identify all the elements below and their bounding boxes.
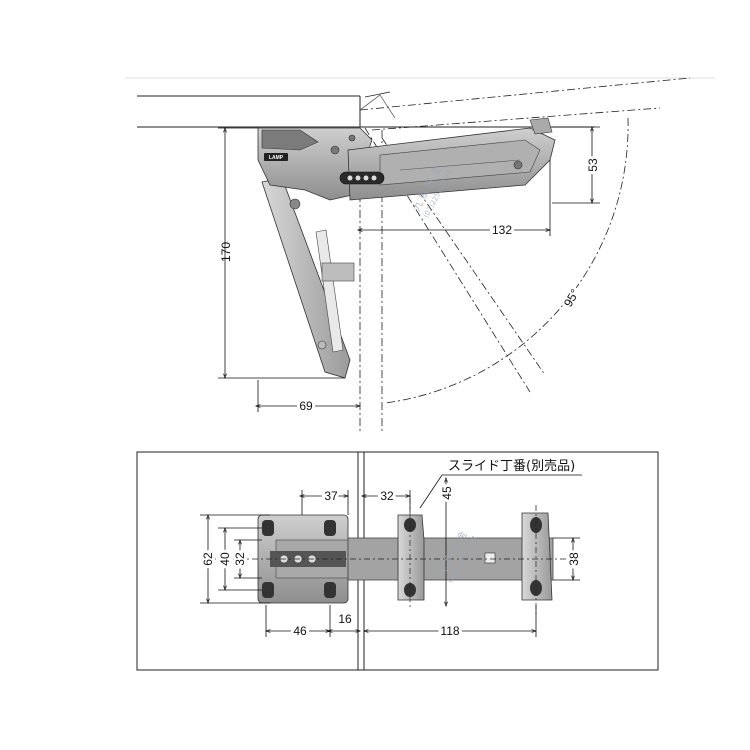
dimension-rise: 53 bbox=[552, 126, 603, 204]
label-leader bbox=[419, 474, 582, 509]
svg-text:46: 46 bbox=[293, 624, 307, 638]
dimension-depth: 69 bbox=[258, 380, 358, 416]
center-lines bbox=[210, 498, 578, 615]
svg-text:118: 118 bbox=[440, 624, 459, 638]
lid-mounting-bracket bbox=[521, 512, 553, 601]
svg-text:38: 38 bbox=[567, 552, 581, 566]
slide-hinge-label: スライド丁番(別売品) bbox=[448, 458, 575, 474]
svg-text:32: 32 bbox=[233, 552, 247, 566]
dim-offset-label: 132 bbox=[492, 223, 512, 237]
svg-text:37: 37 bbox=[324, 489, 338, 503]
dimension-45: 45 bbox=[437, 480, 457, 604]
svg-text:45: 45 bbox=[440, 486, 454, 500]
brand-logo: LAMP bbox=[269, 155, 284, 161]
dim-height-label: 170 bbox=[219, 242, 233, 262]
lid-open-outline bbox=[359, 77, 691, 131]
dimension-16: 16 bbox=[330, 612, 358, 631]
dimension-32-vertical: 32 bbox=[230, 539, 262, 579]
top-view: スライド丁番(別売品) 37 32 45 62 bbox=[136, 451, 659, 671]
svg-text:62: 62 bbox=[201, 552, 215, 566]
dimension-38: 38 bbox=[553, 537, 584, 581]
lid-stay-mechanism: LAMP bbox=[257, 117, 556, 379]
dimension-40: 40 bbox=[215, 527, 262, 591]
svg-text:32: 32 bbox=[380, 489, 394, 503]
cabinet-top-panel bbox=[137, 95, 595, 128]
dimension-32-horizontal: 32 bbox=[364, 486, 410, 512]
dimension-offset: 132 bbox=[360, 160, 551, 240]
dimension-118: 118 bbox=[366, 605, 537, 641]
slide-hinge-plate bbox=[397, 514, 425, 601]
dimension-37: 37 bbox=[302, 486, 348, 515]
swing-arc bbox=[384, 117, 629, 404]
dim-rise-label: 53 bbox=[586, 158, 600, 172]
dimension-46: 46 bbox=[266, 605, 330, 641]
arm-pivot bbox=[484, 552, 496, 564]
dim-angle-label: 95° bbox=[561, 286, 582, 309]
svg-text:40: 40 bbox=[218, 552, 232, 566]
svg-text:16: 16 bbox=[338, 612, 352, 626]
dimension-62: 62 bbox=[198, 514, 270, 604]
dimension-height: 170 bbox=[218, 127, 345, 378]
cabinet-outline bbox=[136, 451, 659, 671]
side-view: LAMP 170 69 bbox=[125, 77, 715, 432]
dim-depth-label: 69 bbox=[299, 399, 313, 413]
